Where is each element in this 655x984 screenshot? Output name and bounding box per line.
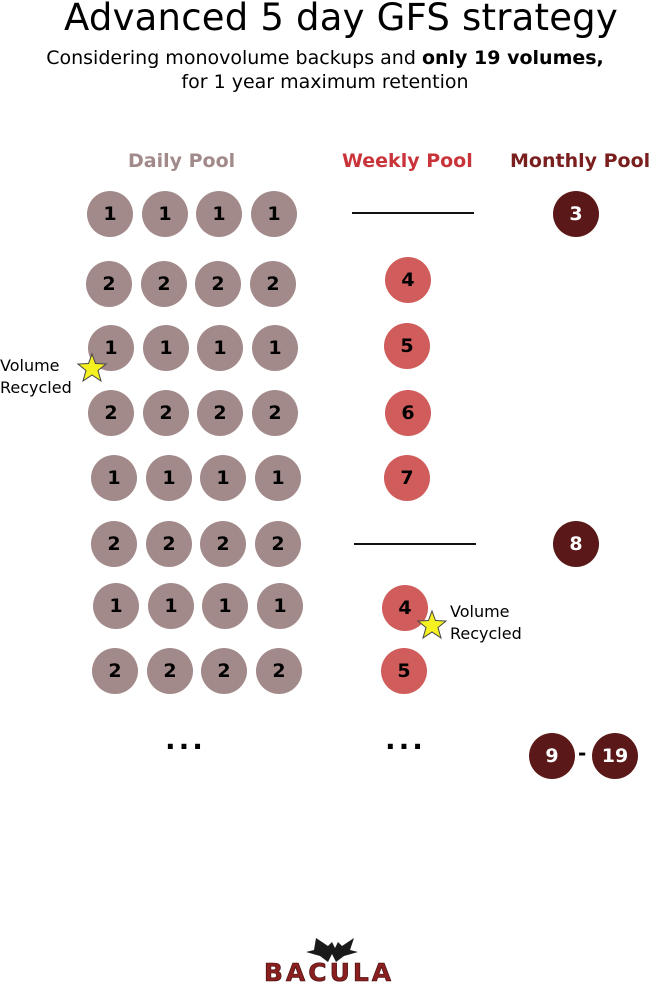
daily-volume: 1	[251, 191, 297, 237]
daily-ellipsis: ...	[165, 723, 206, 756]
daily-volume: 2	[200, 521, 246, 567]
daily-volume: 2	[86, 261, 132, 307]
monthly-volume: 3	[553, 191, 599, 237]
weekly-separator-line	[352, 212, 474, 214]
daily-volume: 2	[256, 648, 302, 694]
daily-volume: 1	[148, 583, 194, 629]
daily-volume: 1	[196, 191, 242, 237]
daily-volume: 1	[91, 455, 137, 501]
subtitle-bold: only 19 volumes,	[421, 47, 604, 69]
daily-volume: 1	[255, 455, 301, 501]
volume-recycled-note-left: Volume Recycled	[0, 355, 72, 399]
monthly-volume-range-end: 19	[592, 733, 638, 779]
weekly-volume: 5	[384, 323, 430, 369]
daily-volume: 2	[252, 390, 298, 436]
note-left-line2: Recycled	[0, 378, 72, 397]
monthly-volume-range-start: 9	[529, 733, 575, 779]
daily-volume: 1	[257, 583, 303, 629]
weekly-ellipsis: ...	[385, 723, 426, 756]
daily-volume: 1	[197, 325, 243, 371]
subtitle: Considering monovolume backups and only …	[0, 46, 650, 94]
range-separator: -	[578, 741, 587, 765]
daily-volume: 2	[195, 261, 241, 307]
subtitle-part1: Considering monovolume backups and	[46, 47, 422, 69]
daily-volume: 2	[147, 648, 193, 694]
daily-volume: 1	[87, 191, 133, 237]
daily-volume: 2	[201, 648, 247, 694]
daily-volume: 1	[142, 191, 188, 237]
volume-recycled-note-right: Volume Recycled	[450, 601, 522, 645]
daily-volume: 1	[200, 455, 246, 501]
weekly-volume: 6	[385, 390, 431, 436]
note-right-line2: Recycled	[450, 624, 522, 643]
daily-volume: 2	[141, 261, 187, 307]
monthly-volume: 8	[553, 521, 599, 567]
daily-volume: 2	[88, 390, 134, 436]
daily-volume: 1	[146, 455, 192, 501]
note-left-line1: Volume	[0, 356, 60, 375]
logo-text: BACULA	[264, 958, 394, 984]
daily-volume: 1	[93, 583, 139, 629]
monthly-pool-header: Monthly Pool	[510, 150, 651, 172]
star-icon	[76, 352, 108, 383]
daily-volume: 2	[91, 521, 137, 567]
weekly-pool-header: Weekly Pool	[342, 150, 473, 172]
weekly-volume: 4	[385, 257, 431, 303]
daily-volume: 2	[255, 521, 301, 567]
page-title: Advanced 5 day GFS strategy	[64, 0, 618, 39]
subtitle-line2: for 1 year maximum retention	[181, 71, 469, 93]
daily-volume: 2	[197, 390, 243, 436]
weekly-volume: 5	[381, 648, 427, 694]
daily-volume: 2	[143, 390, 189, 436]
daily-volume: 2	[250, 261, 296, 307]
star-icon	[416, 609, 448, 640]
daily-volume: 1	[252, 325, 298, 371]
weekly-separator-line	[354, 543, 476, 545]
bacula-logo: BACULA	[264, 938, 394, 984]
daily-volume: 2	[146, 521, 192, 567]
weekly-volume: 7	[384, 455, 430, 501]
daily-volume: 1	[202, 583, 248, 629]
note-right-line1: Volume	[450, 602, 510, 621]
daily-pool-header: Daily Pool	[128, 150, 236, 172]
daily-volume: 2	[92, 648, 138, 694]
daily-volume: 1	[143, 325, 189, 371]
